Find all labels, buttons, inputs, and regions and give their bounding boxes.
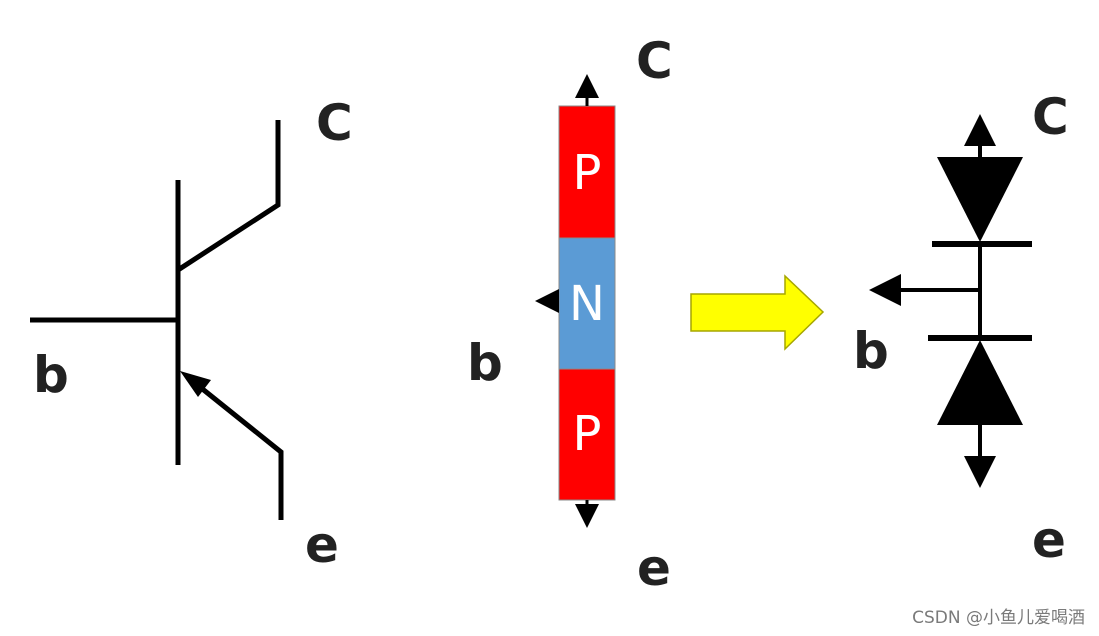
watermark: CSDN @小鱼儿爱喝酒 — [912, 608, 1085, 628]
structure-base-label: b — [467, 334, 503, 392]
equiv-emitter-label: e — [1032, 511, 1066, 569]
structure-collector-label: C — [636, 32, 673, 90]
symbol-base-label: b — [33, 346, 69, 404]
segment-p-bottom-label: P — [573, 406, 602, 462]
segment-p-bottom — [558, 368, 616, 501]
equivalence-arrow — [690, 274, 825, 351]
pnp-structure: P N P C b e — [467, 32, 673, 597]
collector-lead — [176, 120, 281, 273]
equiv-collector-label: C — [1032, 88, 1069, 146]
emitter-lead — [193, 381, 284, 520]
symbol-collector-label: C — [316, 94, 353, 152]
structure-emitter-label: e — [637, 539, 671, 597]
diode-equivalent: C b e — [853, 88, 1069, 569]
segment-p-top-label: P — [573, 145, 602, 201]
emitter-arrowhead — [180, 371, 211, 397]
equiv-base-label: b — [853, 322, 889, 380]
lower-diode-triangle — [937, 340, 1023, 425]
symbol-emitter-label: e — [305, 516, 339, 574]
segment-p-top — [558, 105, 616, 239]
segment-n-middle-label: N — [569, 276, 605, 332]
pnp-symbol: C b e — [30, 94, 353, 574]
upper-diode-triangle — [937, 157, 1023, 242]
